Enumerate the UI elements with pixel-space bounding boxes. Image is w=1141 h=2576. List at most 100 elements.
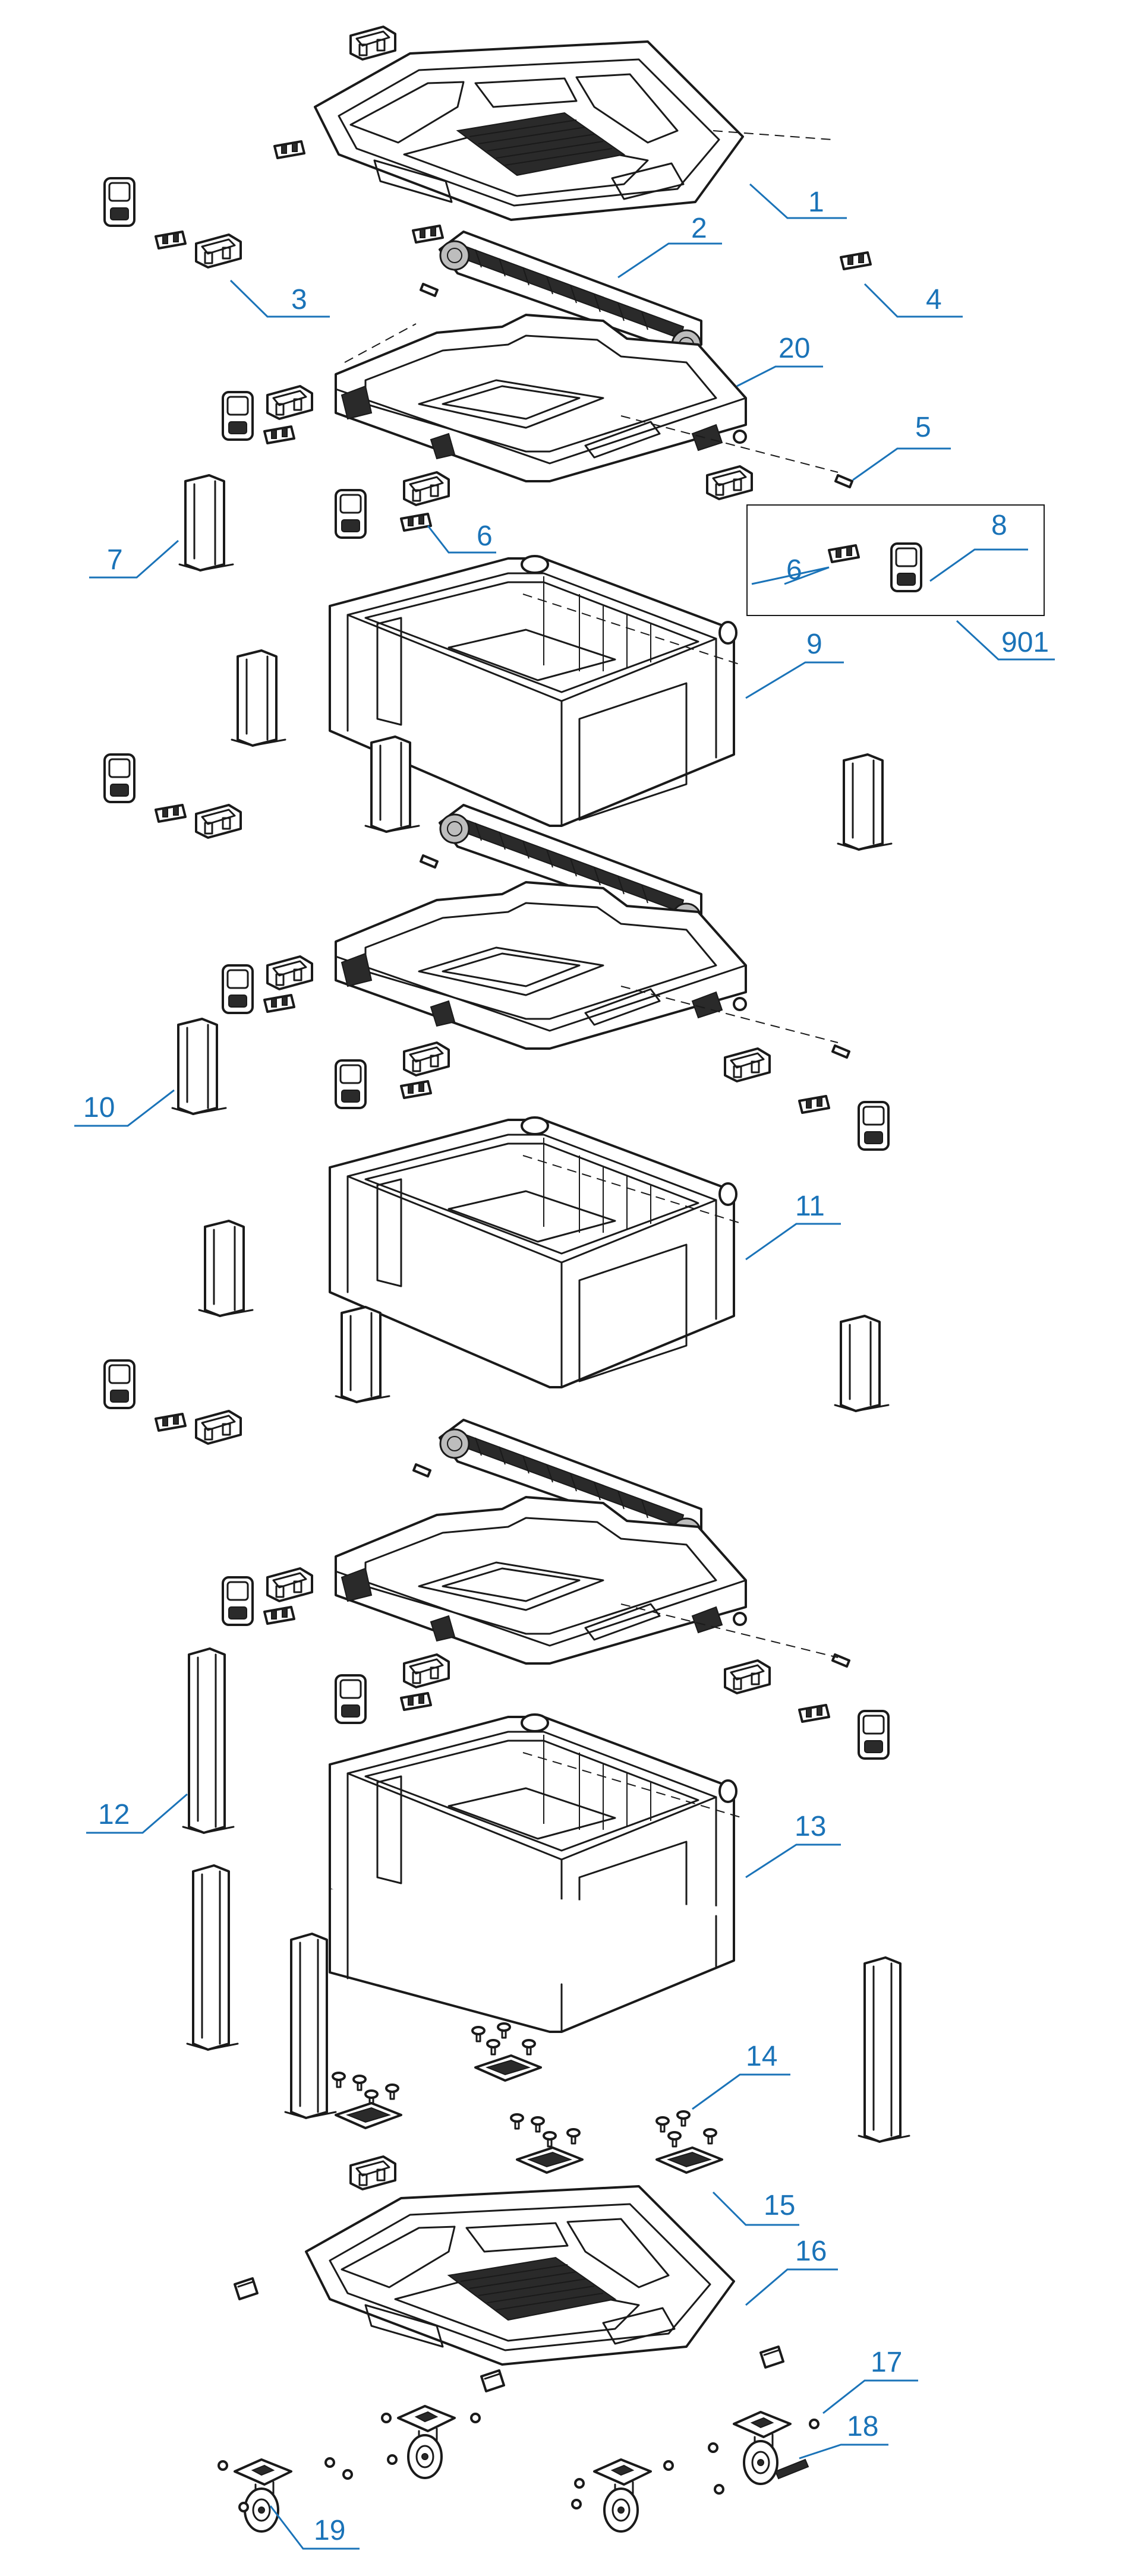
screw <box>522 2039 536 2056</box>
brake-pedal <box>774 2458 809 2480</box>
screw <box>667 2131 682 2148</box>
callout-labels: 1 2 3 4 20 5 6 7 8 6 9 901 10 11 12 13 1… <box>83 187 1049 2546</box>
base-clip <box>349 2155 396 2190</box>
latch-plate <box>103 177 135 227</box>
latch-plate <box>222 1576 254 1626</box>
side-rail <box>178 474 234 572</box>
hinge-bracket <box>400 1692 432 1711</box>
hinge-bracket <box>263 425 295 444</box>
callout-17: 17 <box>871 2347 902 2378</box>
side-rail-tall <box>284 1933 337 2119</box>
callout-leaders <box>74 183 1055 2550</box>
callout-1: 1 <box>808 187 824 218</box>
side-rail <box>171 1018 227 1115</box>
hinge-clip <box>266 385 313 420</box>
pin <box>420 854 439 869</box>
pin <box>834 474 853 488</box>
callout-14: 14 <box>746 2041 777 2072</box>
screw <box>510 2113 524 2130</box>
side-rail-tall <box>186 1864 239 2051</box>
callout-6-inset: 6 <box>786 554 802 586</box>
hinge-bracket <box>400 513 432 532</box>
mounting-plate <box>335 2102 402 2129</box>
pin <box>831 1044 850 1059</box>
caster-wheel <box>593 2458 652 2533</box>
latch-plate <box>335 1674 367 1724</box>
assembly-line <box>522 1752 743 1819</box>
hinge-clip <box>266 1567 313 1602</box>
side-rail <box>837 753 893 851</box>
hinge-clip <box>195 804 242 839</box>
hinge-clip <box>706 465 753 500</box>
hinge-bracket <box>840 251 872 270</box>
screw <box>543 2131 557 2148</box>
hinge-bracket <box>798 1704 830 1723</box>
callout-19: 19 <box>314 2515 345 2546</box>
latch-plate <box>335 489 367 539</box>
latch-plate <box>222 391 254 441</box>
assembly-line <box>620 415 839 473</box>
latch-plate <box>103 1359 135 1409</box>
side-rail <box>364 735 420 833</box>
callout-4: 4 <box>926 284 942 315</box>
screw <box>352 2075 367 2091</box>
assembly-901-frame <box>746 504 1045 616</box>
assembly-line <box>522 1155 743 1224</box>
hinge-clip <box>266 955 313 990</box>
mounting-plate <box>474 2054 542 2082</box>
callout-12: 12 <box>98 1799 130 1830</box>
callout-3: 3 <box>291 284 307 315</box>
hinge-bracket <box>263 994 295 1013</box>
latch-plate <box>890 542 922 592</box>
latch-plate <box>222 964 254 1014</box>
washers <box>218 2413 819 2512</box>
caster-wheel <box>397 2405 456 2479</box>
side-rail <box>198 1220 254 1317</box>
side-rail-tall <box>182 1647 235 1834</box>
pin <box>412 1463 431 1478</box>
screw <box>497 2022 511 2039</box>
assembly-line <box>344 323 417 363</box>
screw <box>471 2026 486 2043</box>
callout-20: 20 <box>778 333 810 364</box>
organizer-lid <box>314 40 744 221</box>
assembly-line <box>522 594 743 666</box>
hinge-bracket <box>412 225 444 244</box>
hinge-clip <box>724 1659 771 1694</box>
hinge-bracket <box>155 231 187 250</box>
mounting-plate <box>655 2146 723 2174</box>
latch-plate <box>335 1059 367 1109</box>
foot-insert <box>480 2369 505 2392</box>
screw <box>676 2110 691 2127</box>
side-rail <box>231 649 286 747</box>
storage-box <box>329 1116 737 1388</box>
callout-11: 11 <box>795 1191 825 1222</box>
base-tray <box>305 2185 735 2366</box>
hinge-clip <box>195 233 242 269</box>
storage-box-deep-skirt <box>329 1888 735 2033</box>
assembly-line <box>713 130 833 140</box>
callout-5: 5 <box>915 412 931 443</box>
screw <box>566 2128 581 2145</box>
side-rail <box>335 1306 390 1403</box>
callout-10: 10 <box>83 1092 115 1123</box>
callout-9: 9 <box>806 629 822 660</box>
callout-7: 7 <box>107 544 123 576</box>
latch-plate <box>858 1101 890 1151</box>
callout-6: 6 <box>477 520 493 552</box>
hinge-clip <box>403 1653 450 1688</box>
storage-box-deep-edge <box>346 1888 717 2033</box>
callout-18: 18 <box>847 2411 878 2442</box>
screw <box>385 2083 399 2100</box>
screw <box>531 2116 545 2133</box>
latch-plate <box>103 753 135 803</box>
hinge-bracket <box>273 140 305 159</box>
assembly-line <box>620 1603 839 1658</box>
hinge-clip <box>724 1047 771 1082</box>
assembly-line <box>620 986 839 1043</box>
foot-insert <box>234 2277 259 2300</box>
callout-16: 16 <box>795 2236 827 2267</box>
callout-8: 8 <box>991 510 1007 541</box>
callout-2: 2 <box>691 213 707 244</box>
